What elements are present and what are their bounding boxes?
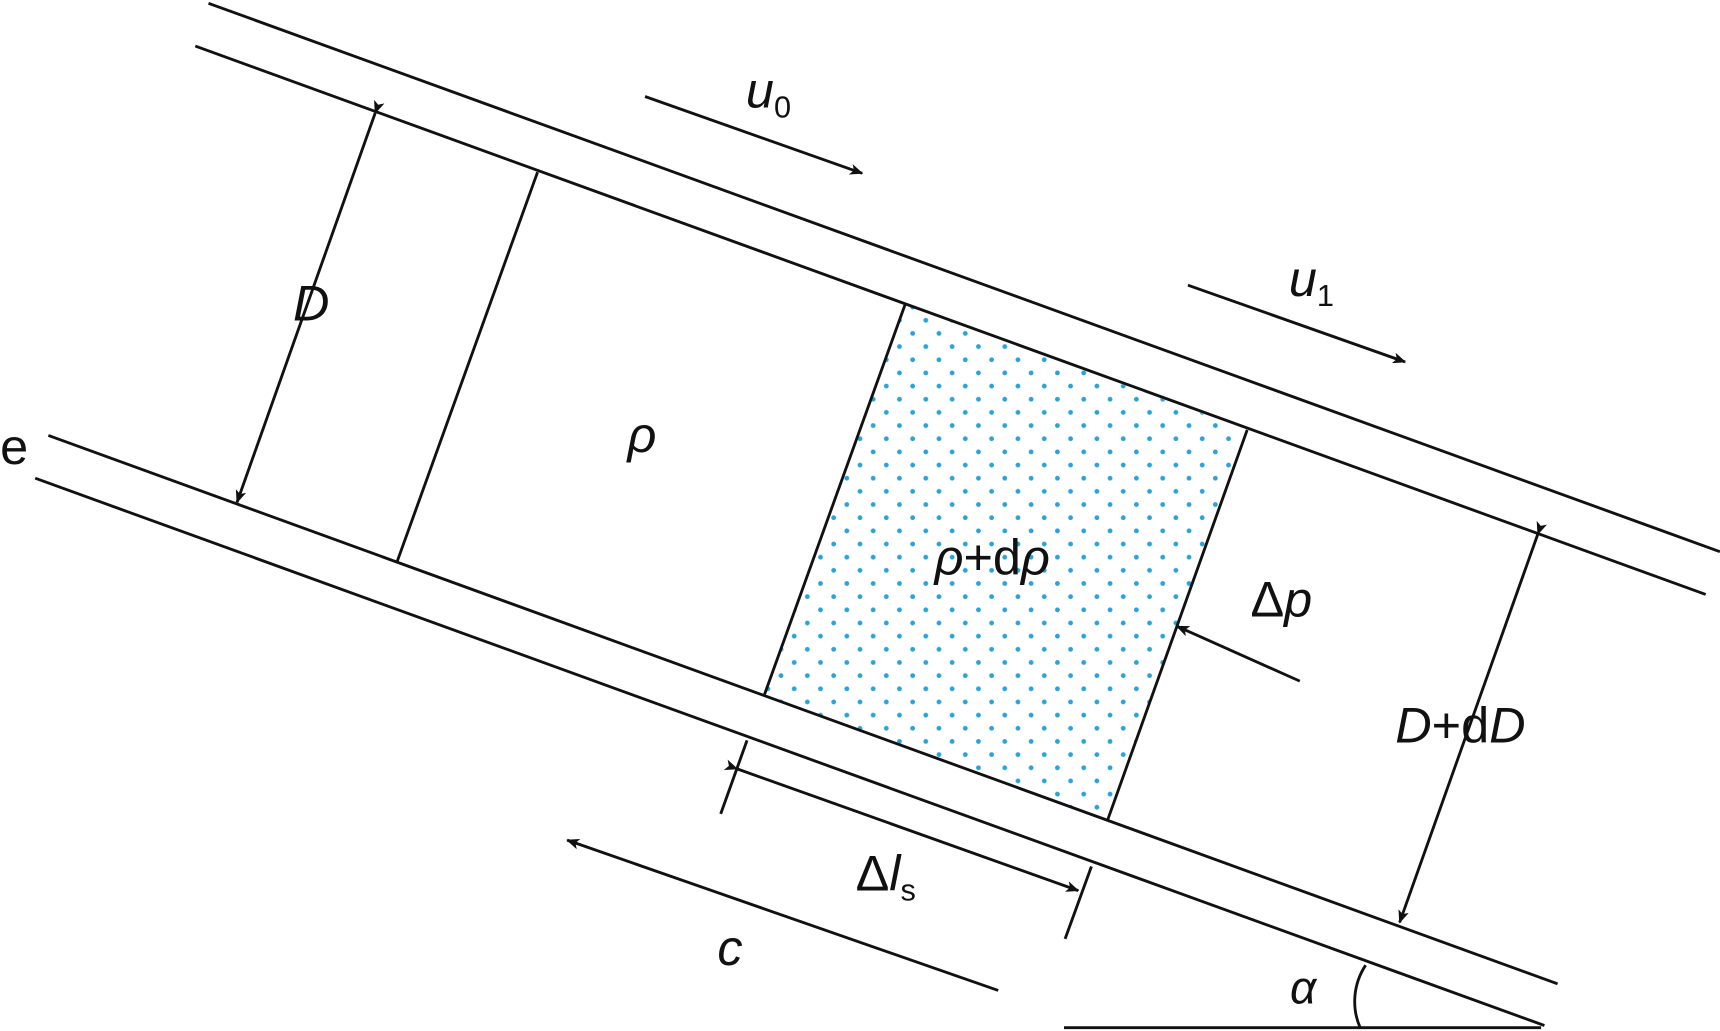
u0-velocity-arrow (644, 95, 864, 175)
alpha-label: α (1290, 962, 1318, 1014)
cross-section-2 (763, 304, 907, 695)
u1-label: u1 (1289, 250, 1334, 313)
diameter-label: D (293, 274, 329, 331)
pipe-outer-top-wall (208, 1, 1720, 554)
d-plus-dd-dimension-arrow (1398, 520, 1548, 924)
pipe-inner-bottom-wall (47, 434, 1559, 986)
wave-speed-label: c (717, 919, 742, 976)
u1-velocity-arrow (1187, 283, 1407, 364)
delta-ls-dimension-arrow (723, 759, 1080, 892)
delta-ls-extension-left (719, 739, 749, 815)
d-dimension-arrow (235, 99, 385, 504)
cross-section-3 (1106, 429, 1249, 820)
u0-label: u0 (746, 61, 791, 124)
delta-ls-extension-right (1063, 865, 1093, 940)
pressure-arrow (1175, 624, 1301, 683)
d-plus-dd-label: D+dD (1395, 697, 1525, 754)
pipe-inner-top-wall (194, 44, 1707, 596)
cross-section-1 (395, 171, 539, 563)
pressure-increment-label: Δp (1250, 570, 1312, 627)
delta-ls-label: Δls (856, 845, 916, 908)
pipe-outer-bottom-wall (34, 476, 1545, 1027)
e-label: e (0, 418, 28, 475)
density-label: ρ (625, 406, 656, 463)
wave-speed-arrow (566, 838, 999, 992)
density-plus-d-density-label: ρ+dρ (933, 529, 1050, 586)
alpha-angle-arc (1353, 964, 1367, 1029)
